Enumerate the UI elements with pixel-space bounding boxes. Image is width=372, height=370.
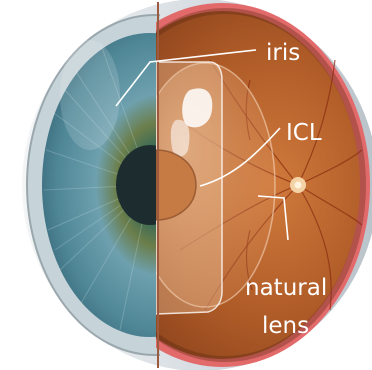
label-iris: iris <box>266 40 300 66</box>
label-natural-lens-line2: lens <box>262 313 309 339</box>
label-icl: ICL <box>286 120 322 146</box>
cornea-highlight <box>60 40 120 150</box>
optic-disc-core <box>295 182 302 189</box>
label-natural-lens-line1: natural <box>245 275 327 301</box>
icl-highlight-2 <box>171 120 190 157</box>
